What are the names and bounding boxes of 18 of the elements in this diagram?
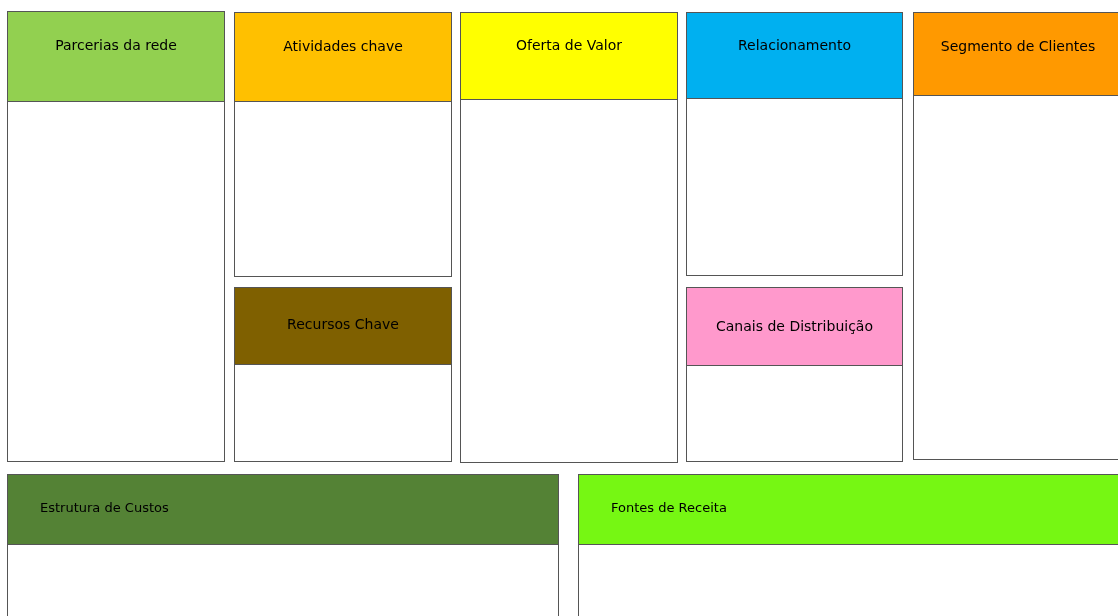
canvas-block <box>234 287 452 462</box>
canvas-block <box>7 11 225 462</box>
block-title: Oferta de Valor <box>514 37 624 53</box>
canvas-block <box>686 287 903 462</box>
canvas-block <box>234 12 452 277</box>
canvas-block <box>578 474 1118 616</box>
block-title: Fontes de Receita <box>611 500 727 515</box>
canvas-block <box>913 12 1118 460</box>
block-title: Recursos Chave <box>286 316 400 332</box>
canvas-block <box>686 12 903 276</box>
block-title: Parcerias da rede <box>54 37 178 53</box>
canvas-block <box>460 12 678 463</box>
canvas-block <box>7 474 559 616</box>
block-title: Relacionamento <box>737 37 852 53</box>
block-title: Segmento de Clientes <box>939 38 1097 54</box>
block-title: Atividades chave <box>282 38 404 54</box>
block-title: Canais de Distribuição <box>715 318 874 334</box>
block-title: Estrutura de Custos <box>40 500 169 515</box>
